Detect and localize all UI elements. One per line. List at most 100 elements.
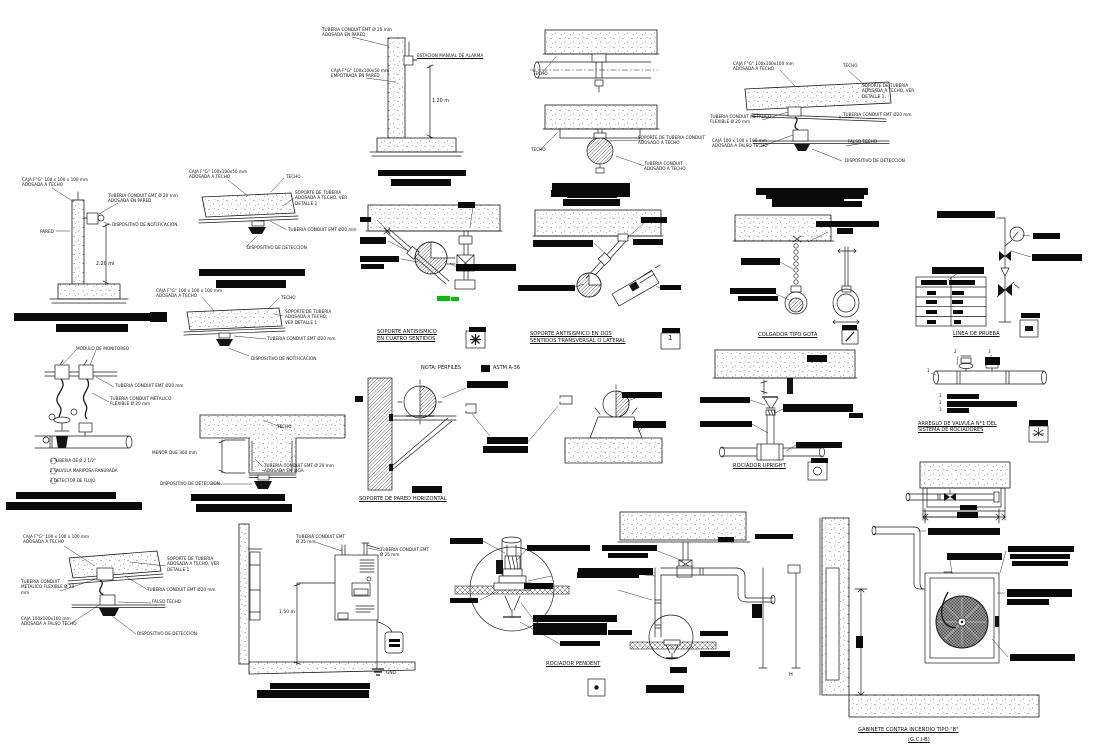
label: GABINETE CONTRA INCENDIO TIPO "B" — [858, 727, 959, 733]
redacted-label-bar — [450, 598, 478, 603]
redacted-label-bar — [1010, 554, 1070, 559]
redacted-label-bar — [700, 631, 728, 636]
label: CAJA F°G° 100x100x50 mm ADOSADA A TECHO — [189, 169, 248, 180]
redacted-label-bar — [257, 690, 369, 698]
label: COLGADOR TIPO GOTA — [758, 332, 818, 338]
label: CAJA 100x100x100 mm ADOSADA A FALSO TECH… — [21, 616, 77, 627]
redacted-label-bar — [540, 615, 612, 622]
redacted-label-bar — [957, 512, 978, 518]
redacted-label-bar — [551, 190, 630, 197]
redacted-label-bar — [1032, 254, 1082, 261]
redacted-label-bar — [577, 572, 639, 578]
redacted-label-bar — [378, 170, 466, 176]
redacted-label-bar — [928, 528, 1000, 535]
redacted-label-bar — [932, 267, 984, 274]
redacted-label-bar — [738, 296, 778, 301]
redacted-label-bar — [700, 397, 750, 403]
redacted-label-bar — [483, 446, 528, 453]
detail-conduit-viga — [199, 414, 346, 489]
label: MODULO DE MONITOREO — [76, 346, 130, 351]
redacted-label-bar — [1033, 233, 1060, 239]
redacted-label-bar — [807, 355, 827, 362]
redacted-label-bar — [633, 421, 666, 428]
redacted-label-bar — [947, 401, 1017, 407]
label: ESTACION MANUAL DE ALARMA — [417, 53, 484, 58]
redacted-label-bar — [960, 505, 977, 510]
label: TUBERIA CONDUIT EMT Ø 20 mm ADOSADA EN V… — [264, 463, 334, 474]
label: SOPORTE ANTISISMICO EN CUATRO SENTIDOS — [377, 329, 437, 342]
label: 2 — [939, 400, 942, 405]
label: FALSO TECHO — [152, 599, 182, 604]
label: LINEA DE PRUEBA — [953, 331, 1000, 337]
detail-modulo-monitoreo — [34, 349, 133, 485]
label: TECHO — [277, 424, 292, 429]
label: 1.50 m — [279, 610, 295, 615]
redacted-label-bar — [783, 404, 853, 412]
redacted-label-bar — [533, 623, 607, 635]
redacted-label-bar — [391, 179, 451, 186]
redacted-label-bar — [921, 280, 947, 285]
redacted-label-bar — [56, 324, 128, 332]
label: 1 — [939, 393, 942, 398]
label: 2.20 ml — [96, 262, 115, 267]
redacted-label-bar — [952, 300, 963, 304]
detail-caja-techo-valvula — [905, 461, 1011, 521]
redacted-label-bar — [412, 486, 442, 493]
label: CAJA F°G° 100 x 100 x 100 mm ADOSADA A T… — [22, 177, 89, 188]
detail-conduit-flexible-falso-techo — [744, 69, 892, 162]
redacted-label-bar — [16, 492, 116, 499]
redacted-label-bar — [361, 264, 384, 269]
redacted-label-bar — [926, 310, 937, 314]
detail-deteccion-falso-techo — [59, 545, 167, 635]
label: SOPORTE DE TUBERIA ADOSADA A TECHO, VER … — [295, 190, 348, 206]
label: TECHO — [281, 295, 296, 300]
label: CAJA F°G° 100 x 100 x 100 mm ADOSADA A T… — [156, 288, 223, 299]
redacted-label-bar — [191, 494, 285, 501]
label: DISPOSITIVO DE DETECCION — [845, 158, 905, 163]
detail-soporte-pared-horizontal — [367, 377, 663, 491]
label: CAJA 100 x 100 x 100 mm ADOSADA A FALSO … — [712, 138, 768, 149]
detail-notificacion-techo — [183, 296, 286, 357]
redacted-label-bar — [1007, 589, 1072, 597]
redacted-label-bar — [533, 240, 593, 247]
redacted-label-bar — [14, 313, 162, 321]
label: TUBERIA CONDUIT EMT Ø 25 mm — [296, 534, 346, 545]
label: TUBERIA CONDUIT EMT Ø 20 mm ADOSADA EN P… — [108, 193, 178, 204]
label: TECHO — [531, 147, 546, 152]
redacted-label-bar — [837, 228, 853, 234]
redacted-label-bar — [954, 320, 961, 324]
label: CAJA F°G° 100x100x50 mm EMPOTRADA EN PAR… — [331, 68, 390, 79]
label: TUBERIA CONDUIT EMT Ø20 mm — [115, 383, 184, 388]
redacted-label-bar — [947, 408, 969, 413]
redacted-label-bar — [766, 192, 864, 199]
detail-bajada-rociador — [616, 511, 801, 669]
redacted-label-bar — [947, 394, 979, 399]
label: 3 — [988, 349, 991, 354]
redacted-label-bar — [216, 280, 286, 288]
detail-estacion-manual-alarma — [351, 36, 464, 157]
label: PARED — [40, 229, 54, 234]
label: TUBERIA CONDUIT METALICO FLEXIBLE Ø 20 m… — [710, 114, 772, 125]
label: SOPORTE DE TUBERIA ADOSADA A TECHO, VER … — [285, 309, 332, 325]
label: SOPORTE DE TUBERIA CONDUIT ADOSADO A TEC… — [638, 135, 706, 146]
label: DISPOSITIVO DE NOTIFICACION — [112, 222, 178, 227]
redacted-label-bar — [270, 683, 370, 689]
label: TUBERIA CONDUIT EMT Ø20 mm — [288, 227, 357, 232]
label: 3 — [939, 407, 942, 412]
redacted-label-bar — [953, 310, 963, 314]
label: TECHO — [533, 71, 548, 76]
redacted-label-bar — [856, 636, 863, 648]
redacted-label-bar — [150, 312, 167, 322]
redacted-label-bar — [718, 537, 734, 542]
redacted-label-bar — [985, 357, 1000, 365]
label: ROCIADOR PENDENT — [546, 661, 601, 667]
label: TUBERIA CONDUIT EMT Ø 25 mm — [380, 547, 430, 558]
label: 1 TUBERIA DE Ø 2 1/2" — [50, 458, 96, 463]
redacted-label-bar — [927, 291, 936, 295]
label: TUBERIA CONDUIT EMT Ø 20 mm ADOSADA EN P… — [322, 27, 392, 38]
redacted-label-bar — [552, 183, 630, 190]
redacted-label-bar — [389, 644, 400, 647]
redacted-label-bar — [700, 651, 730, 657]
redacted-label-bar — [389, 639, 400, 642]
